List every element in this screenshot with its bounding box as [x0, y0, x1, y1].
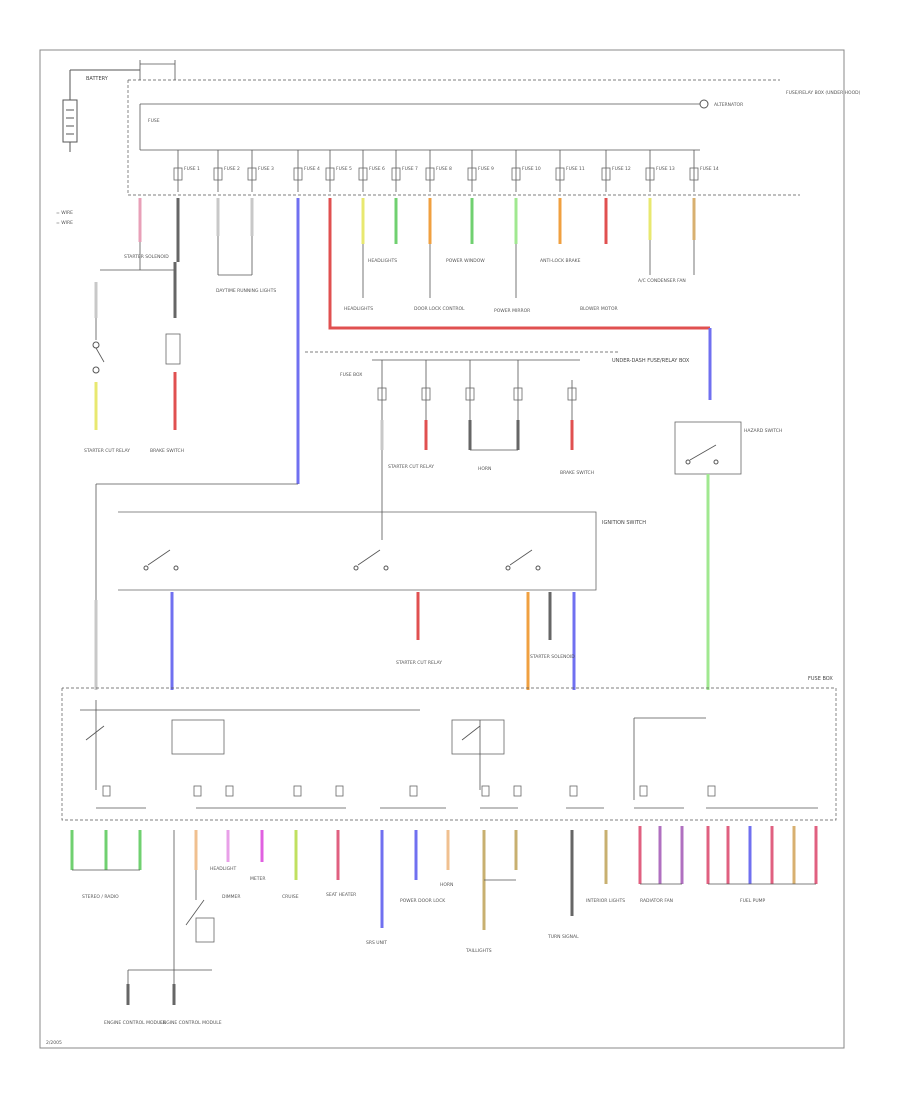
battery-icon	[62, 69, 140, 152]
bdest-ecm: ENGINE CONTROL MODULE	[104, 1020, 166, 1026]
fuse-icon	[173, 167, 183, 181]
fuse-label: FUSE 5	[336, 166, 352, 172]
bottom-fuse-box-label: FUSE BOX	[808, 676, 833, 682]
alternator-label: ALTERNATOR	[714, 102, 743, 108]
alternator-icon	[699, 99, 709, 109]
mid-dest-2: HORN	[478, 466, 491, 472]
battery-label: BATTERY	[86, 76, 109, 82]
dest-blower: BLOWER MOTOR	[580, 306, 618, 312]
fuse-icon	[358, 167, 368, 181]
bottom-wires	[70, 826, 818, 930]
legend-line-2: = WIRE	[56, 220, 73, 226]
ign-dest-2: STARTER SOLENOID	[530, 654, 575, 660]
bdest-ecm-2: ENGINE CONTROL MODULE	[160, 1020, 222, 1026]
bdest-taillights: TAILLIGHTS	[465, 948, 492, 954]
bottom-fuses	[102, 785, 716, 797]
dest-door-lock: DOOR LOCK CONTROL	[414, 306, 465, 312]
headlight-switch	[126, 830, 215, 1005]
wire-red-long	[328, 238, 710, 330]
dest-power-mirror: POWER MIRROR	[494, 308, 530, 314]
fuse-icon	[467, 167, 477, 181]
fuse-icon	[325, 167, 335, 181]
bdest-fuel-pump: FUEL PUMP	[740, 898, 766, 904]
fuse-label: FUSE 8	[436, 166, 452, 172]
fuse-panel-caption: FUSE BOX	[340, 372, 362, 378]
fuse-icon	[391, 167, 401, 181]
dest-abs: ANTI-LOCK BRAKE	[540, 258, 581, 264]
left-relays: STARTER CUT RELAY BRAKE SWITCH	[84, 262, 184, 454]
relay-coil-icon	[165, 333, 181, 365]
bdest-door-lock: POWER DOOR LOCK	[400, 898, 446, 904]
mid-dest-1: STARTER CUT RELAY	[388, 464, 434, 470]
dest-headlights-2: HEADLIGHTS	[368, 258, 397, 264]
fuse-icon	[213, 167, 223, 181]
bdest-seat-heater: SEAT HEATER	[326, 892, 356, 898]
mid-dest-3: BRAKE SWITCH	[560, 470, 594, 476]
diagram-frame	[39, 49, 845, 1049]
hazard-switch-box	[674, 421, 742, 475]
bdest-horn: HORN	[440, 882, 453, 888]
footer-code: 2/2005	[46, 1040, 62, 1046]
legend-line-1: = WIRE	[56, 210, 73, 216]
fuse-label: FUSE 14	[700, 166, 719, 172]
dest-power-window: POWER WINDOW	[446, 258, 485, 264]
hazard-switch-label: HAZARD SWITCH	[744, 428, 782, 434]
top-fuses: FUSE 1 FUSE 2 FUSE 3 FUSE 4 FUSE 5 FUSE …	[173, 150, 719, 192]
fuse-label: FUSE 2	[224, 166, 240, 172]
fuse-icon	[293, 167, 303, 181]
bdest-interior: INTERIOR LIGHTS	[586, 898, 625, 904]
fuse-label: FUSE 7	[402, 166, 418, 172]
dest-headlights: HEADLIGHTS	[344, 306, 373, 312]
dest-ac-fan: A/C CONDENSER FAN	[638, 278, 686, 284]
fuse-label: FUSE 6	[369, 166, 385, 172]
fuse-label: FUSE 10	[522, 166, 541, 172]
fuse-icon	[425, 167, 435, 181]
fuse-icon	[511, 167, 521, 181]
headlight-switch-label: HEADLIGHT	[210, 866, 236, 872]
fuse-icon	[645, 167, 655, 181]
fuse-panel-label: UNDER-DASH FUSE/RELAY BOX	[612, 358, 690, 364]
fuse-label: FUSE 12	[612, 166, 631, 172]
dimmer-switch-label: DIMMER	[222, 894, 241, 900]
ignition-label: IGNITION SWITCH	[602, 520, 646, 526]
main-fuse-label: FUSE	[148, 118, 160, 124]
fuse-box-label: FUSE/RELAY BOX (UNDER HOOD)	[786, 90, 861, 96]
ign-dest: STARTER CUT RELAY	[396, 660, 442, 666]
switch-contact-icon	[92, 341, 100, 349]
mid-fuses	[377, 360, 577, 420]
fuse-label: FUSE 9	[478, 166, 494, 172]
bdest-stereo: STEREO / RADIO	[82, 894, 119, 900]
top-wires	[138, 198, 696, 262]
dest-starter: STARTER SOLENOID	[124, 254, 169, 260]
bdest-srs: SRS UNIT	[366, 940, 387, 946]
bdest-turn-signal: TURN SIGNAL	[547, 934, 579, 940]
bdest-radiator-fan: RADIATOR FAN	[640, 898, 673, 904]
ignition-switch-box	[118, 511, 597, 591]
fuse-label: FUSE 1	[184, 166, 200, 172]
fuse-box-outline	[127, 79, 800, 196]
switch-contact-icon	[92, 366, 100, 374]
fuse-icon	[689, 167, 699, 181]
fuse-label: FUSE 11	[566, 166, 585, 172]
left-relay-label: STARTER CUT RELAY	[84, 448, 130, 454]
dest-drl: DAYTIME RUNNING LIGHTS	[216, 288, 276, 294]
bdest-meter: METER	[250, 876, 265, 882]
fuse-icon	[601, 167, 611, 181]
bottom-fuse-box	[61, 687, 837, 821]
fuse-icon	[247, 167, 257, 181]
fuse-label: FUSE 4	[304, 166, 320, 172]
fuse-label: FUSE 3	[258, 166, 274, 172]
ignition-contacts	[143, 549, 541, 571]
bdest-cruise: CRUISE	[282, 894, 299, 900]
relay-box-right	[451, 719, 505, 755]
left-relay-label-2: BRAKE SWITCH	[150, 448, 184, 454]
relay-box-left	[171, 719, 225, 755]
fuse-icon	[555, 167, 565, 181]
fuse-label: FUSE 13	[656, 166, 675, 172]
